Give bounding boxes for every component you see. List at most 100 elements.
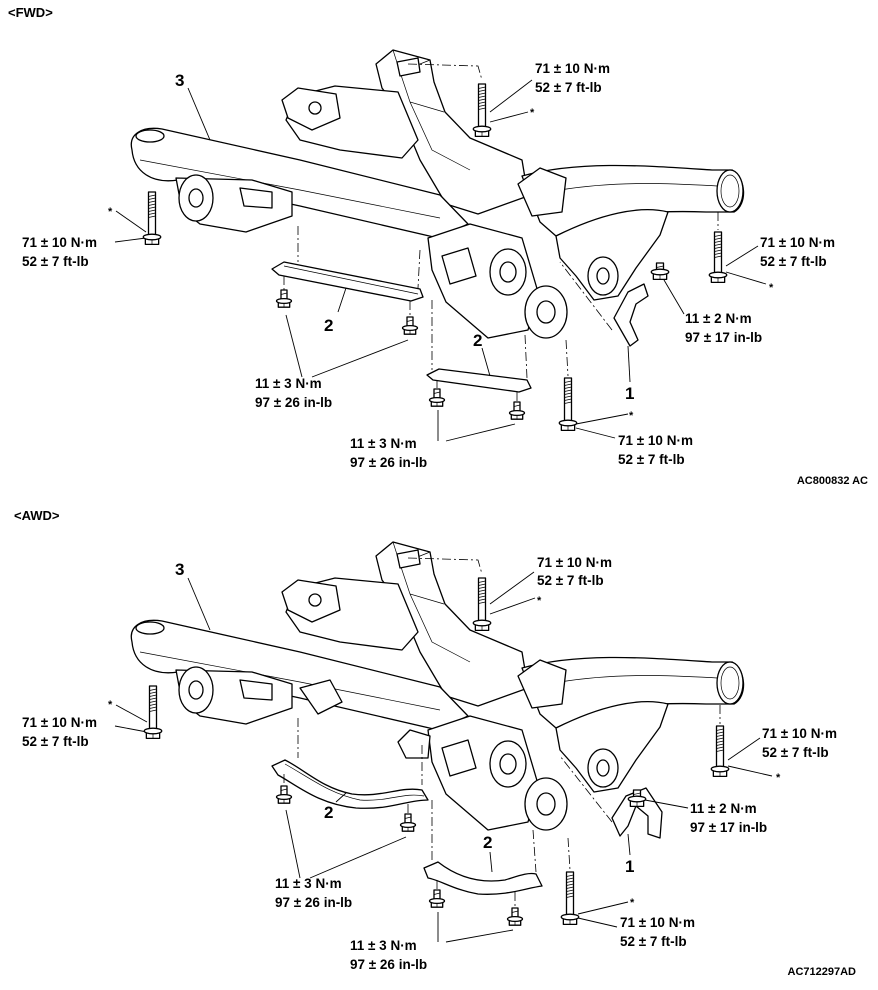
asterisk-note: *: [629, 410, 634, 422]
bolt-flange: [472, 125, 492, 133]
tube-edge-line: [559, 183, 719, 191]
mounting-bolt: [472, 83, 492, 138]
crossmember-awd: [130, 541, 745, 831]
bolt-thread: [566, 883, 574, 886]
part-number-1: 1: [625, 384, 634, 403]
bolt-flange: [627, 795, 647, 803]
center-bushing-upper-core: [499, 261, 517, 283]
bolt-thread: [478, 595, 486, 598]
leader-line: [309, 836, 407, 879]
housing-window: [239, 679, 273, 701]
bolt-thread: [564, 386, 572, 389]
bolt-thread: [478, 101, 486, 104]
asterisk-note: *: [776, 772, 781, 784]
bolt-thread: [478, 586, 486, 589]
bolt-thread: [513, 404, 521, 407]
leader-line: [445, 929, 514, 943]
part-number-2: 2: [473, 331, 482, 350]
torque-metric: 71 ± 10 N·m: [762, 726, 837, 741]
dash-line: [407, 63, 483, 81]
bolt-thread: [716, 740, 724, 743]
leader-line: [663, 279, 685, 315]
bolts-awd: [143, 577, 730, 926]
mounting-bolt: [142, 191, 162, 246]
dash-line: [532, 829, 537, 873]
bolt-flange: [428, 897, 446, 905]
asterisk-note: *: [769, 282, 774, 294]
leader-line: [489, 79, 533, 113]
bolt-thread: [478, 592, 486, 595]
installation-lines: [283, 557, 721, 908]
bolt-thread: [149, 709, 157, 712]
top-cap: [396, 57, 421, 77]
bolt-thread: [716, 743, 724, 746]
torque-imperial: 97 ± 26 in-lb: [350, 957, 427, 972]
leader-line: [727, 737, 761, 761]
torque-metric: 11 ± 3 N·m: [350, 436, 417, 451]
part-number-2: 2: [324, 803, 333, 822]
bolt-thread: [714, 243, 722, 246]
right-gusset: [555, 209, 669, 301]
bolt-thread: [280, 292, 288, 295]
bolt-thread: [149, 688, 157, 691]
torque-imperial: 52 ± 7 ft-lb: [762, 745, 829, 760]
strap-bolt: [401, 316, 419, 335]
dash-line: [559, 261, 613, 331]
leader-line: [114, 725, 148, 733]
leader-line: [337, 287, 347, 313]
leader-line: [489, 851, 493, 873]
leader-line: [311, 339, 409, 378]
bolt-thread: [478, 589, 486, 592]
leader-lines: [114, 571, 773, 943]
dash-line: [565, 339, 569, 377]
dash-line: [559, 755, 613, 823]
torque-imperial: 52 ± 7 ft-lb: [535, 80, 602, 95]
bolt-thread: [148, 194, 156, 197]
bolt-thread: [280, 788, 288, 791]
torque-imperial: 97 ± 17 in-lb: [690, 820, 767, 835]
bolt-flange: [558, 419, 578, 427]
center-bushing-lower-core: [536, 300, 556, 324]
asterisk-note: *: [108, 206, 113, 218]
leader-line: [335, 792, 347, 803]
strap-bolt: [428, 889, 446, 908]
leader-line: [114, 237, 147, 243]
bolt-thread: [478, 95, 486, 98]
bolts-fwd: [142, 83, 728, 432]
leader-line: [115, 210, 147, 233]
bolt-thread: [716, 728, 724, 731]
tube-end-inner: [720, 174, 740, 208]
bolt-thread: [566, 892, 574, 895]
torque-metric: 11 ± 2 N·m: [690, 801, 757, 816]
housing-window: [239, 187, 273, 209]
bolt-thread: [714, 240, 722, 243]
bolt-thread: [478, 89, 486, 92]
bolt-thread: [478, 598, 486, 601]
section-heading: <AWD>: [14, 508, 60, 523]
torque-metric: 71 ± 10 N·m: [22, 715, 97, 730]
bolt-flange: [275, 297, 293, 305]
bolt-thread: [564, 383, 572, 386]
bolt-thread: [148, 206, 156, 209]
figure-code: AC800832 AC: [797, 475, 868, 487]
strap-lower: [423, 861, 543, 895]
leader-line: [575, 413, 629, 425]
figure-code: AC712297AD: [788, 966, 857, 978]
dash-line: [567, 837, 571, 871]
bolt-thread: [716, 731, 724, 734]
dash-line: [417, 249, 421, 289]
crossmember-awd-holder: [130, 541, 745, 831]
bolt-thread: [149, 694, 157, 697]
bracket-bolt: [650, 262, 670, 281]
dash-line: [524, 334, 528, 379]
bolt-thread: [478, 104, 486, 107]
torque-metric: 71 ± 10 N·m: [535, 61, 610, 76]
left-bushing-core: [188, 680, 204, 700]
leader-line: [627, 345, 631, 383]
bolt-flange: [428, 396, 446, 404]
bolt-thread: [149, 706, 157, 709]
leader-line: [489, 597, 536, 615]
fwd-section: <FWD> 3 71 ± 10 N·m 52 ± 7 ft-lb * * 71 …: [8, 5, 868, 487]
bolt-thread: [716, 746, 724, 749]
bolt-thread: [478, 86, 486, 89]
